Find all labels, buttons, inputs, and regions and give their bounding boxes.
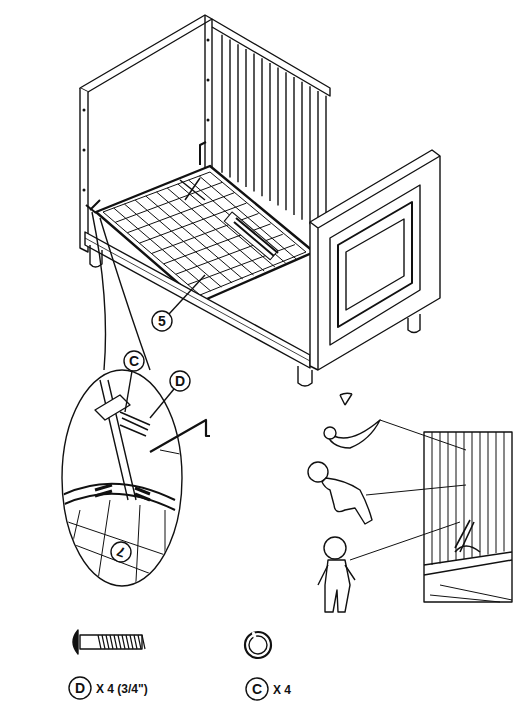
part-letter: C <box>129 354 139 368</box>
callout-number: 5 <box>158 314 166 328</box>
part-letter: D <box>75 681 85 695</box>
quantity-label: X 4 <box>273 684 291 696</box>
stroke-repeat <box>432 432 504 565</box>
part-letter: D <box>175 374 185 388</box>
quantity-label: X 4 (3/4") <box>96 683 148 695</box>
part-letter: C <box>252 682 262 696</box>
stroke-repeat <box>98 635 145 649</box>
